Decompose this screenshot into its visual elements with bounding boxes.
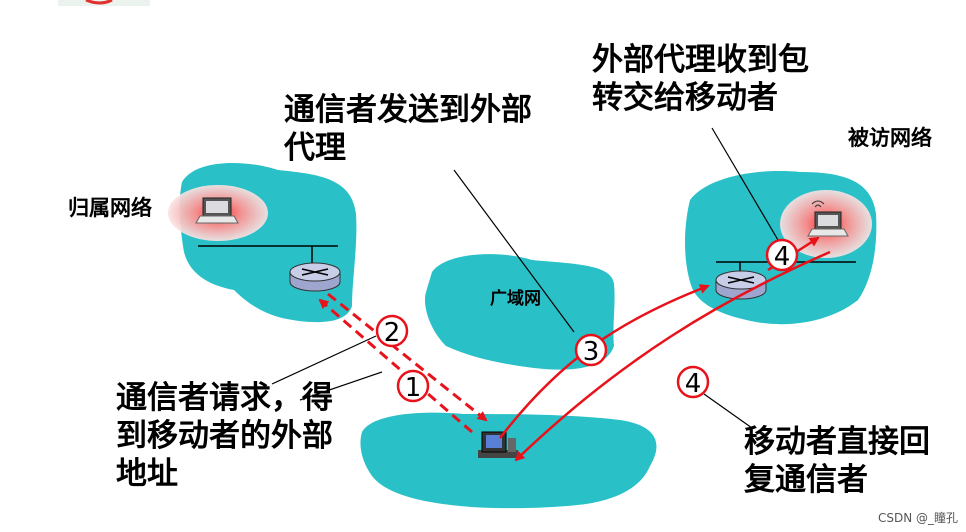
router-icon xyxy=(715,270,767,300)
clipped-logo-fragment xyxy=(58,0,150,6)
step-2-reply-arrow xyxy=(318,298,473,434)
step-2-marker: 2 xyxy=(375,314,409,348)
callout-line-replies xyxy=(703,393,753,429)
step-3-marker: 3 xyxy=(574,333,608,367)
step-4-visited-marker: 4 xyxy=(765,238,799,272)
step-4-reply-marker: 4 xyxy=(676,365,710,399)
mobile-replies-label-line-1: 移动者直接回 xyxy=(744,424,930,460)
foreign-agent-receives-label-line-1: 外部代理收到包 xyxy=(592,42,809,78)
svg-text:4: 4 xyxy=(685,369,702,399)
callout-line-sends xyxy=(453,169,575,333)
svg-text:1: 1 xyxy=(405,373,422,403)
callout-line-requests-a xyxy=(271,335,377,385)
foreign-agent-receives-label-line-2: 转交给移动者 xyxy=(592,80,778,116)
wide-area-network-label: 广域网 xyxy=(490,289,541,309)
svg-text:2: 2 xyxy=(384,318,401,348)
correspondent-requests-label-line-1: 通信者请求，得 xyxy=(116,380,333,416)
wide-area-network-cloud xyxy=(424,254,615,370)
step-1-marker: 1 xyxy=(396,369,430,403)
desktop-computer-icon xyxy=(478,431,518,458)
step-4-direct-reply-arrow xyxy=(514,250,831,462)
mobile-replies-label-line-2: 复通信者 xyxy=(744,462,868,498)
correspondent-requests-label-line-3: 地址 xyxy=(116,456,178,492)
svg-text:3: 3 xyxy=(583,337,600,367)
visited-network-label: 被访网络 xyxy=(848,126,932,150)
step-1-request-arrow xyxy=(327,292,488,422)
svg-text:4: 4 xyxy=(774,242,791,272)
wireless-laptop-icon xyxy=(807,200,849,237)
correspondent-sends-label-line-1: 通信者发送到外部 xyxy=(284,92,532,128)
home-network-label: 归属网络 xyxy=(68,196,152,220)
callout-line-receives xyxy=(711,127,779,241)
watermark: CSDN @_瞳孔 xyxy=(877,511,958,525)
correspondent-network-cloud xyxy=(360,412,657,509)
callout-line-requests-b xyxy=(299,371,383,401)
laptop-icon xyxy=(195,197,239,224)
correspondent-sends-label-line-2: 代理 xyxy=(284,130,346,166)
router-icon xyxy=(289,262,341,292)
correspondent-requests-label-line-2: 到移动者的外部 xyxy=(116,418,333,454)
